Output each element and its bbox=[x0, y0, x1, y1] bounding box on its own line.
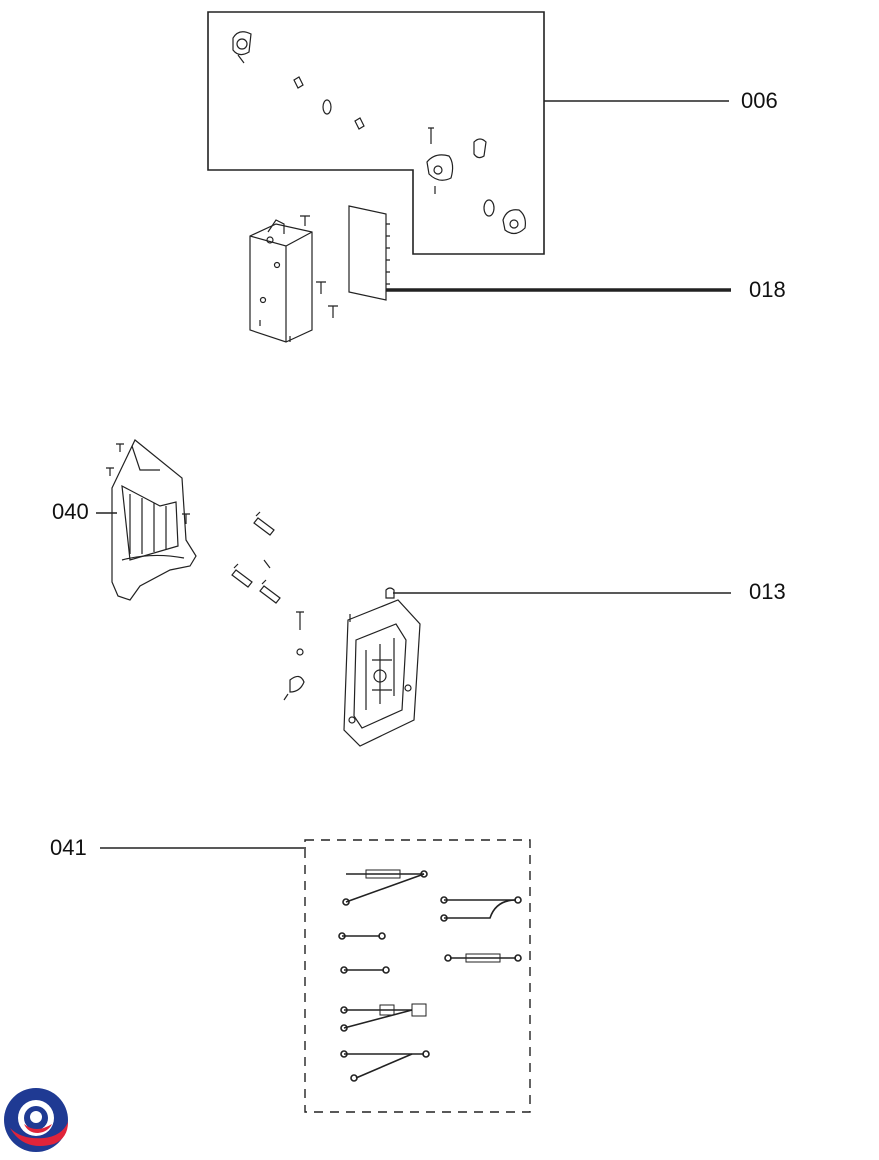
callout-006: 006 bbox=[741, 88, 778, 113]
clip-component bbox=[426, 127, 487, 194]
nut-component bbox=[502, 209, 526, 235]
washer-component bbox=[483, 199, 495, 217]
callout-040: 040 bbox=[52, 499, 89, 524]
loose-fasteners bbox=[231, 511, 305, 701]
screw-component bbox=[293, 76, 304, 89]
callout-013: 013 bbox=[749, 579, 786, 604]
brand-logo bbox=[0, 1084, 72, 1155]
part-040-bracket bbox=[106, 439, 197, 601]
washer-component bbox=[322, 99, 332, 115]
part-018-board bbox=[348, 205, 390, 301]
part-041-wires bbox=[338, 869, 522, 1082]
callout-041: 041 bbox=[50, 835, 87, 860]
part-013-plate bbox=[343, 587, 421, 747]
bracket-component bbox=[232, 31, 252, 64]
part-006-components bbox=[232, 31, 526, 235]
screw-component bbox=[354, 117, 365, 130]
assembly-006-frame bbox=[207, 11, 545, 255]
callout-018: 018 bbox=[749, 277, 786, 302]
harness-041-frame bbox=[304, 839, 531, 1113]
part-018-box bbox=[249, 215, 338, 343]
